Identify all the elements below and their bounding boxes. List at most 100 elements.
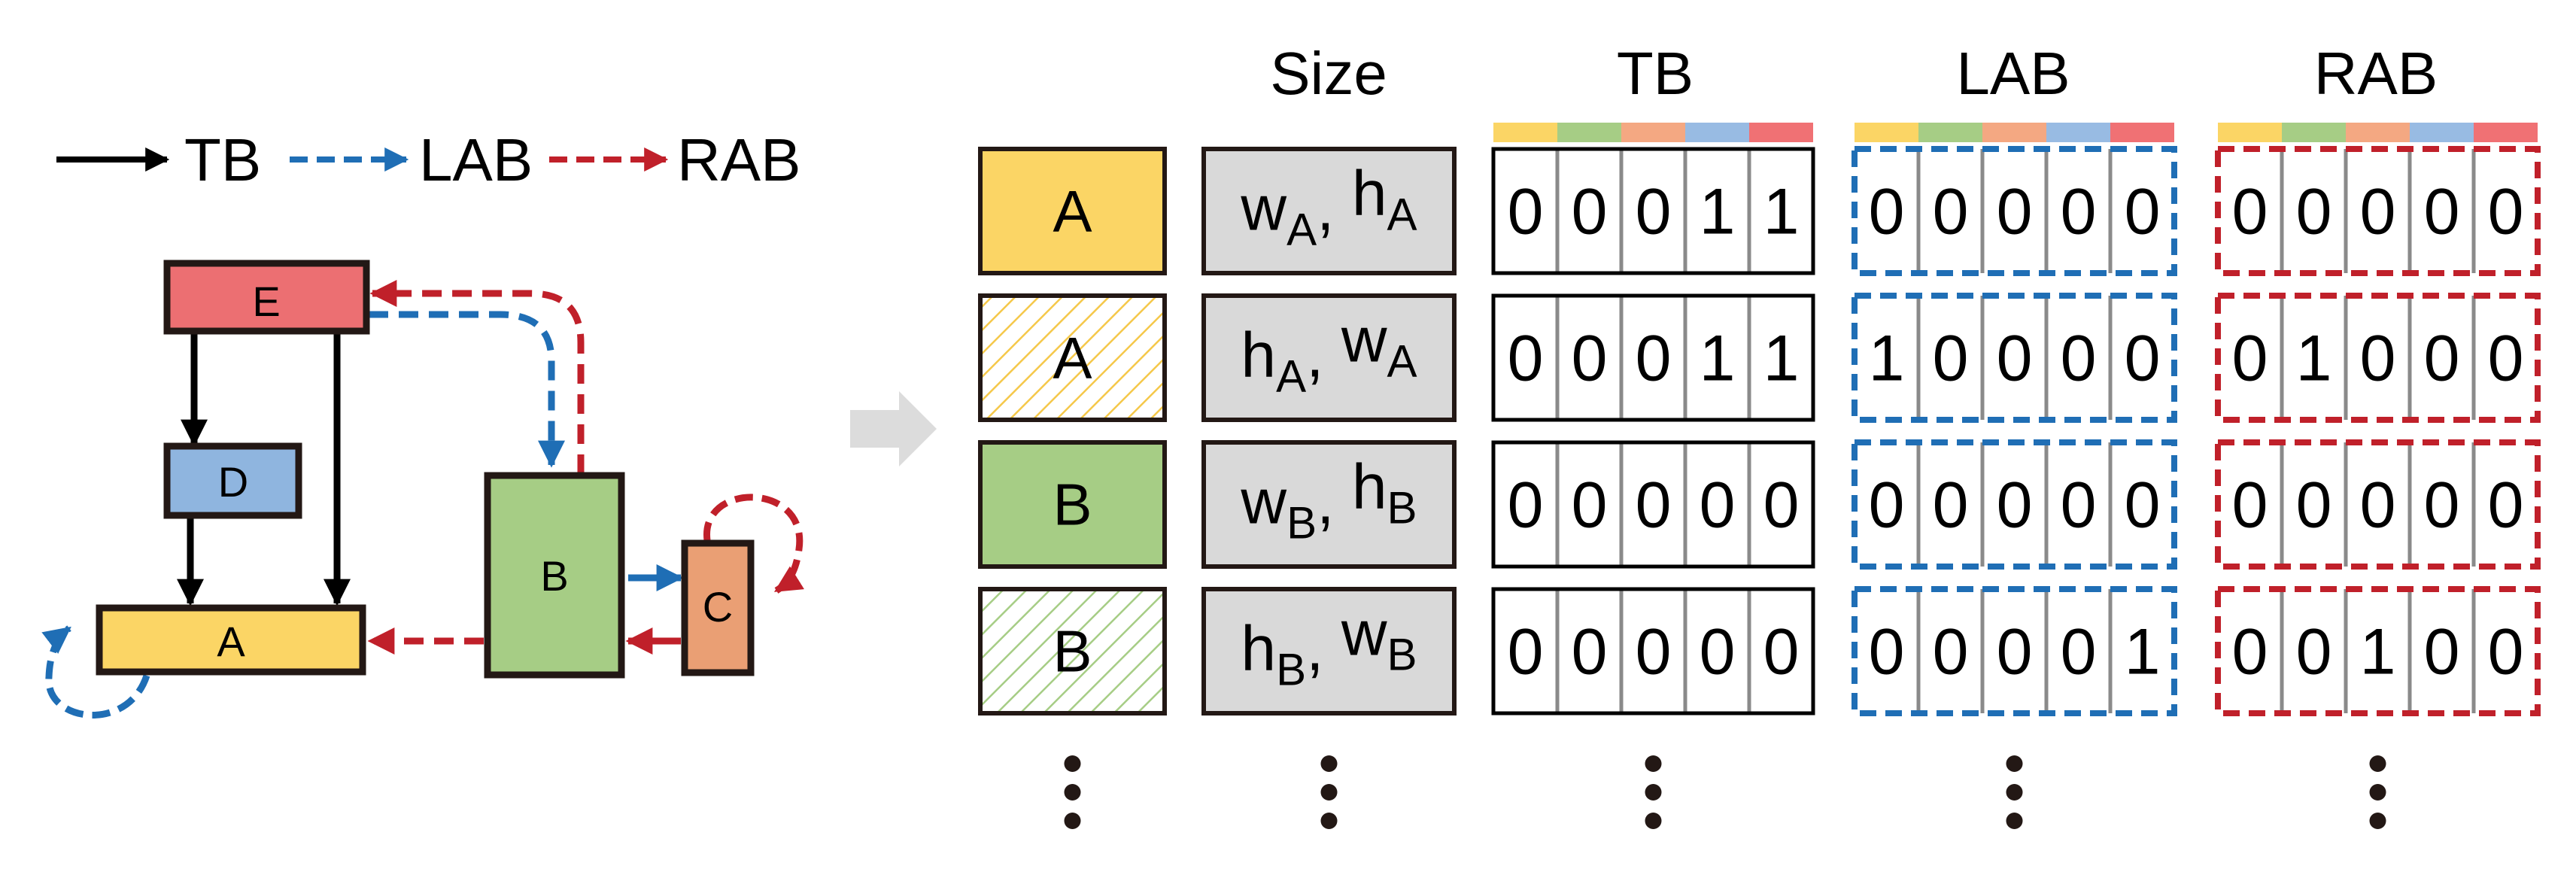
lab-bit: 0 — [1997, 323, 2033, 395]
block-label: B — [1053, 472, 1092, 538]
lab-bit: 0 — [2061, 323, 2097, 395]
rab-bit: 0 — [2488, 323, 2524, 395]
vertical-ellipsis — [2006, 755, 2023, 829]
lab-color-strip-cell — [2046, 123, 2110, 142]
tb-bit: 0 — [1636, 616, 1672, 688]
tb-bit: 0 — [1763, 469, 1800, 542]
rab-bit: 0 — [2232, 469, 2268, 542]
header-rab: RAB — [2314, 40, 2438, 107]
size-cell — [1201, 147, 1457, 275]
rab-cell-border — [2215, 439, 2541, 570]
table-headers: Size TB LAB RAB — [1270, 40, 2438, 107]
rab-bit: 0 — [2424, 323, 2460, 395]
size-label: wB, hB — [1240, 451, 1417, 548]
vertical-ellipsis — [2369, 755, 2386, 829]
rab-bit: 0 — [2232, 616, 2268, 688]
size-label: wA, hA — [1240, 158, 1417, 255]
graph-node-e: E — [163, 260, 370, 335]
lab-bit: 0 — [2125, 323, 2161, 395]
lab-bit: 0 — [1997, 469, 2033, 542]
lab-cell-border — [1852, 586, 2177, 716]
lab-bit: 0 — [2125, 469, 2161, 542]
rab-cell-border — [2215, 146, 2541, 276]
graph-edges — [41, 280, 805, 719]
tb-cell-border — [1491, 440, 1815, 569]
lab-color-strip-cell — [1918, 123, 1982, 142]
legend-tb-label: TB — [184, 126, 261, 193]
lab-color-strip-cell — [1982, 123, 2046, 142]
block-label: B — [1053, 618, 1092, 685]
tb-cell-border — [1491, 147, 1815, 275]
tb-bit: 0 — [1636, 323, 1672, 395]
graph-node-d: D — [163, 442, 302, 519]
rab-bit: 0 — [2232, 323, 2268, 395]
lab-bit: 0 — [1933, 469, 1969, 542]
tb-bit: 0 — [1508, 323, 1544, 395]
rab-bit: 0 — [2488, 616, 2524, 688]
lab-cell-border — [1852, 293, 2177, 423]
node-c-label: C — [703, 583, 733, 630]
graph-node-a: A — [96, 604, 366, 676]
tb-bit: 1 — [1700, 176, 1736, 248]
node-a-label: A — [217, 618, 245, 665]
lab-bit: 0 — [2061, 176, 2097, 248]
rab-bit: 0 — [2424, 469, 2460, 542]
tb-bit: 0 — [1508, 616, 1544, 688]
lab-bit: 1 — [2125, 616, 2161, 688]
lab-bit: 0 — [1869, 469, 1905, 542]
lab-bit: 0 — [1933, 616, 1969, 688]
color-strips — [1493, 123, 2538, 142]
tb-cell-border — [1491, 293, 1815, 422]
rab-color-strip-cell — [2346, 123, 2410, 142]
rab-bit: 0 — [2488, 176, 2524, 248]
rab-color-strip-cell — [2474, 123, 2538, 142]
rab-color-strip-cell — [2282, 123, 2346, 142]
size-cell — [1201, 440, 1457, 569]
rab-bit: 0 — [2424, 176, 2460, 248]
lab-bit: 0 — [2061, 469, 2097, 542]
tb-bit: 0 — [1572, 323, 1608, 395]
rab-bit: 0 — [2296, 616, 2332, 688]
tb-color-strip-cell — [1685, 123, 1749, 142]
rab-color-strip-cell — [2218, 123, 2282, 142]
tb-color-strip-cell — [1621, 123, 1685, 142]
rab-bit: 0 — [2360, 469, 2396, 542]
legend-rab-label: RAB — [677, 126, 801, 193]
block-cell — [978, 587, 1167, 715]
tb-bit: 0 — [1508, 176, 1544, 248]
rab-bit: 0 — [2424, 616, 2460, 688]
edge-rab-c-self — [703, 494, 805, 594]
lab-bit: 0 — [1933, 176, 1969, 248]
header-size: Size — [1270, 40, 1387, 107]
transform-arrow — [850, 391, 937, 466]
size-cell — [1201, 587, 1457, 715]
graph-node-c: C — [681, 539, 755, 676]
rab-cell-border — [2215, 586, 2541, 716]
lab-cell-border — [1852, 439, 2177, 570]
lab-cell-border — [1852, 146, 2177, 276]
lab-bit: 0 — [1869, 176, 1905, 248]
rab-bit: 0 — [2360, 176, 2396, 248]
lab-color-strip-cell — [1855, 123, 1918, 142]
continuation-dots — [1064, 755, 2386, 829]
tb-bit: 1 — [1763, 323, 1800, 395]
legend: TB LAB RAB — [56, 126, 801, 193]
lab-bit: 0 — [1997, 176, 2033, 248]
lab-bit: 0 — [1997, 616, 2033, 688]
tb-bit: 0 — [1572, 616, 1608, 688]
